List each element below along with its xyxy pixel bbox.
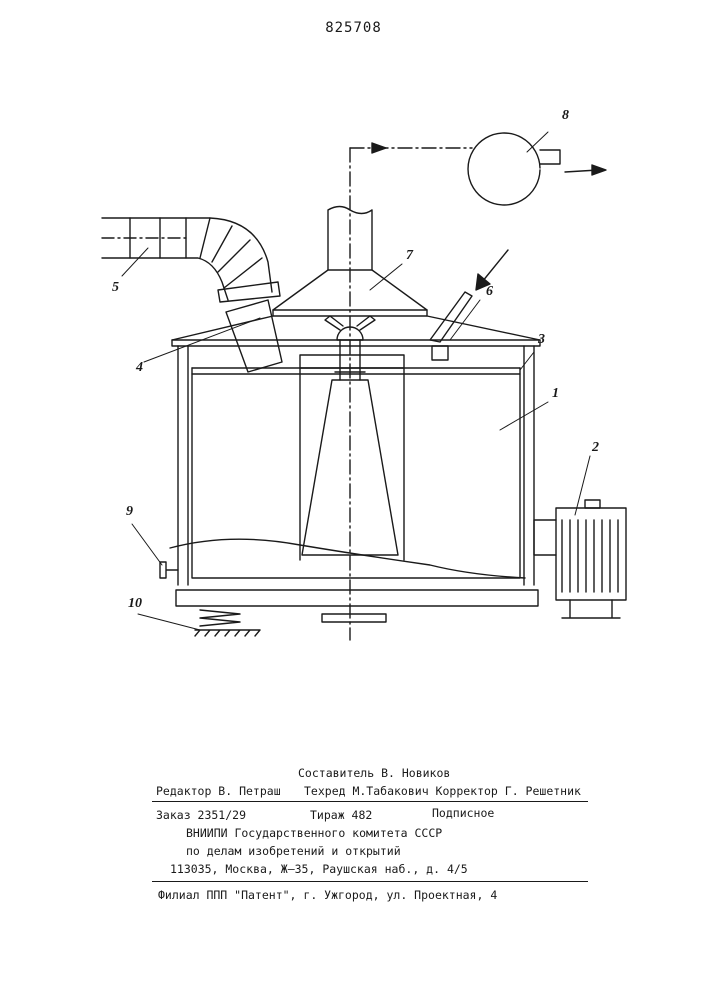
technical-drawing — [0, 0, 707, 700]
fan — [468, 133, 606, 205]
techred-corrector-line: Техред М.Табакович Корректор Г. Решетник — [304, 784, 581, 798]
label-6: 6 — [486, 284, 493, 300]
drum — [192, 355, 520, 578]
discharge-valve — [160, 562, 178, 578]
label-1: 1 — [552, 386, 559, 402]
housing — [178, 346, 534, 585]
settled-material — [170, 539, 525, 578]
rule-top — [152, 801, 588, 802]
loading-chute — [430, 292, 472, 360]
editor-line: Редактор В. Петраш — [156, 784, 281, 798]
label-8: 8 — [562, 108, 569, 124]
branch-line: Филиал ППП "Патент", г. Ужгород, ул. Про… — [158, 888, 497, 902]
address-line: 113035, Москва, Ж–35, Раушская наб., д. … — [170, 862, 468, 876]
motor — [534, 500, 626, 618]
label-3: 3 — [538, 332, 545, 348]
ground-hatch — [195, 630, 260, 636]
label-7: 7 — [406, 248, 413, 264]
circulation-line: Тираж 482 — [310, 808, 372, 822]
org-line-1: ВНИИПИ Государственного комитета СССР — [186, 826, 442, 840]
org-line-2: по делам изобретений и открытий — [186, 844, 401, 858]
springs — [200, 610, 240, 626]
loading-arrow — [482, 250, 508, 282]
exhaust-arrow — [372, 143, 386, 153]
label-4: 4 — [136, 360, 143, 376]
bottom-slider — [322, 614, 386, 622]
inlet-duct — [102, 218, 280, 302]
label-5: 5 — [112, 280, 119, 296]
order-line: Заказ 2351/29 — [156, 808, 246, 822]
rule-bottom — [152, 881, 588, 882]
subscription-line: Подписное — [432, 806, 494, 820]
base-plate — [176, 590, 538, 606]
label-9: 9 — [126, 504, 133, 520]
label-2: 2 — [592, 440, 599, 456]
compiler-line: Составитель В. Новиков — [298, 766, 450, 780]
label-10: 10 — [128, 596, 142, 612]
